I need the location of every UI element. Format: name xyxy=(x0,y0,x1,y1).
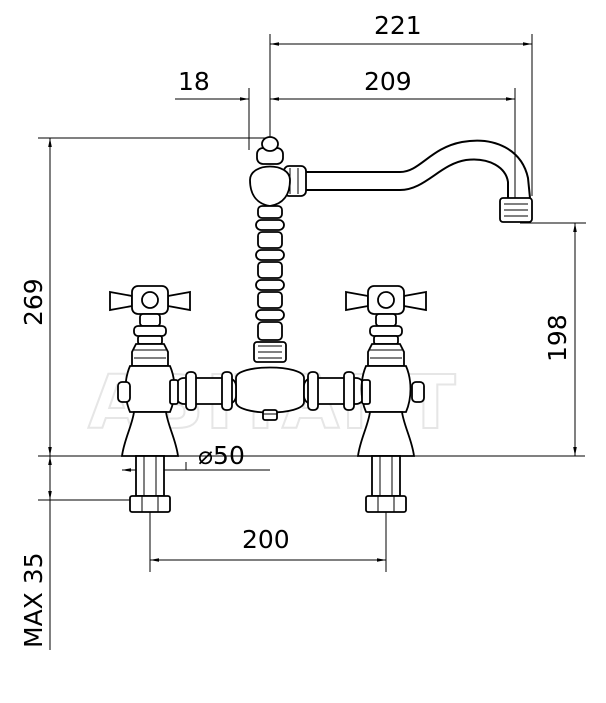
dim-200-label: 200 xyxy=(242,525,290,554)
dim-209-label: 209 xyxy=(364,67,412,96)
dim-max35-label: MAX 35 xyxy=(19,552,48,648)
dim-50-label: ⌀50 xyxy=(198,441,245,470)
faucet-drawing xyxy=(109,136,533,513)
valve-right xyxy=(345,285,427,513)
bridge-arm-left xyxy=(175,371,237,411)
spout xyxy=(283,139,533,223)
bridge-hub xyxy=(235,366,305,421)
valve-left xyxy=(109,285,191,513)
dimension-lines xyxy=(38,34,586,650)
dim-221-label: 221 xyxy=(374,11,422,40)
dim-198-label: 198 xyxy=(543,314,572,362)
dim-269-label: 269 xyxy=(19,278,48,326)
column xyxy=(249,136,291,363)
dim-18-label: 18 xyxy=(178,67,210,96)
bridge-arm-right xyxy=(303,371,365,411)
